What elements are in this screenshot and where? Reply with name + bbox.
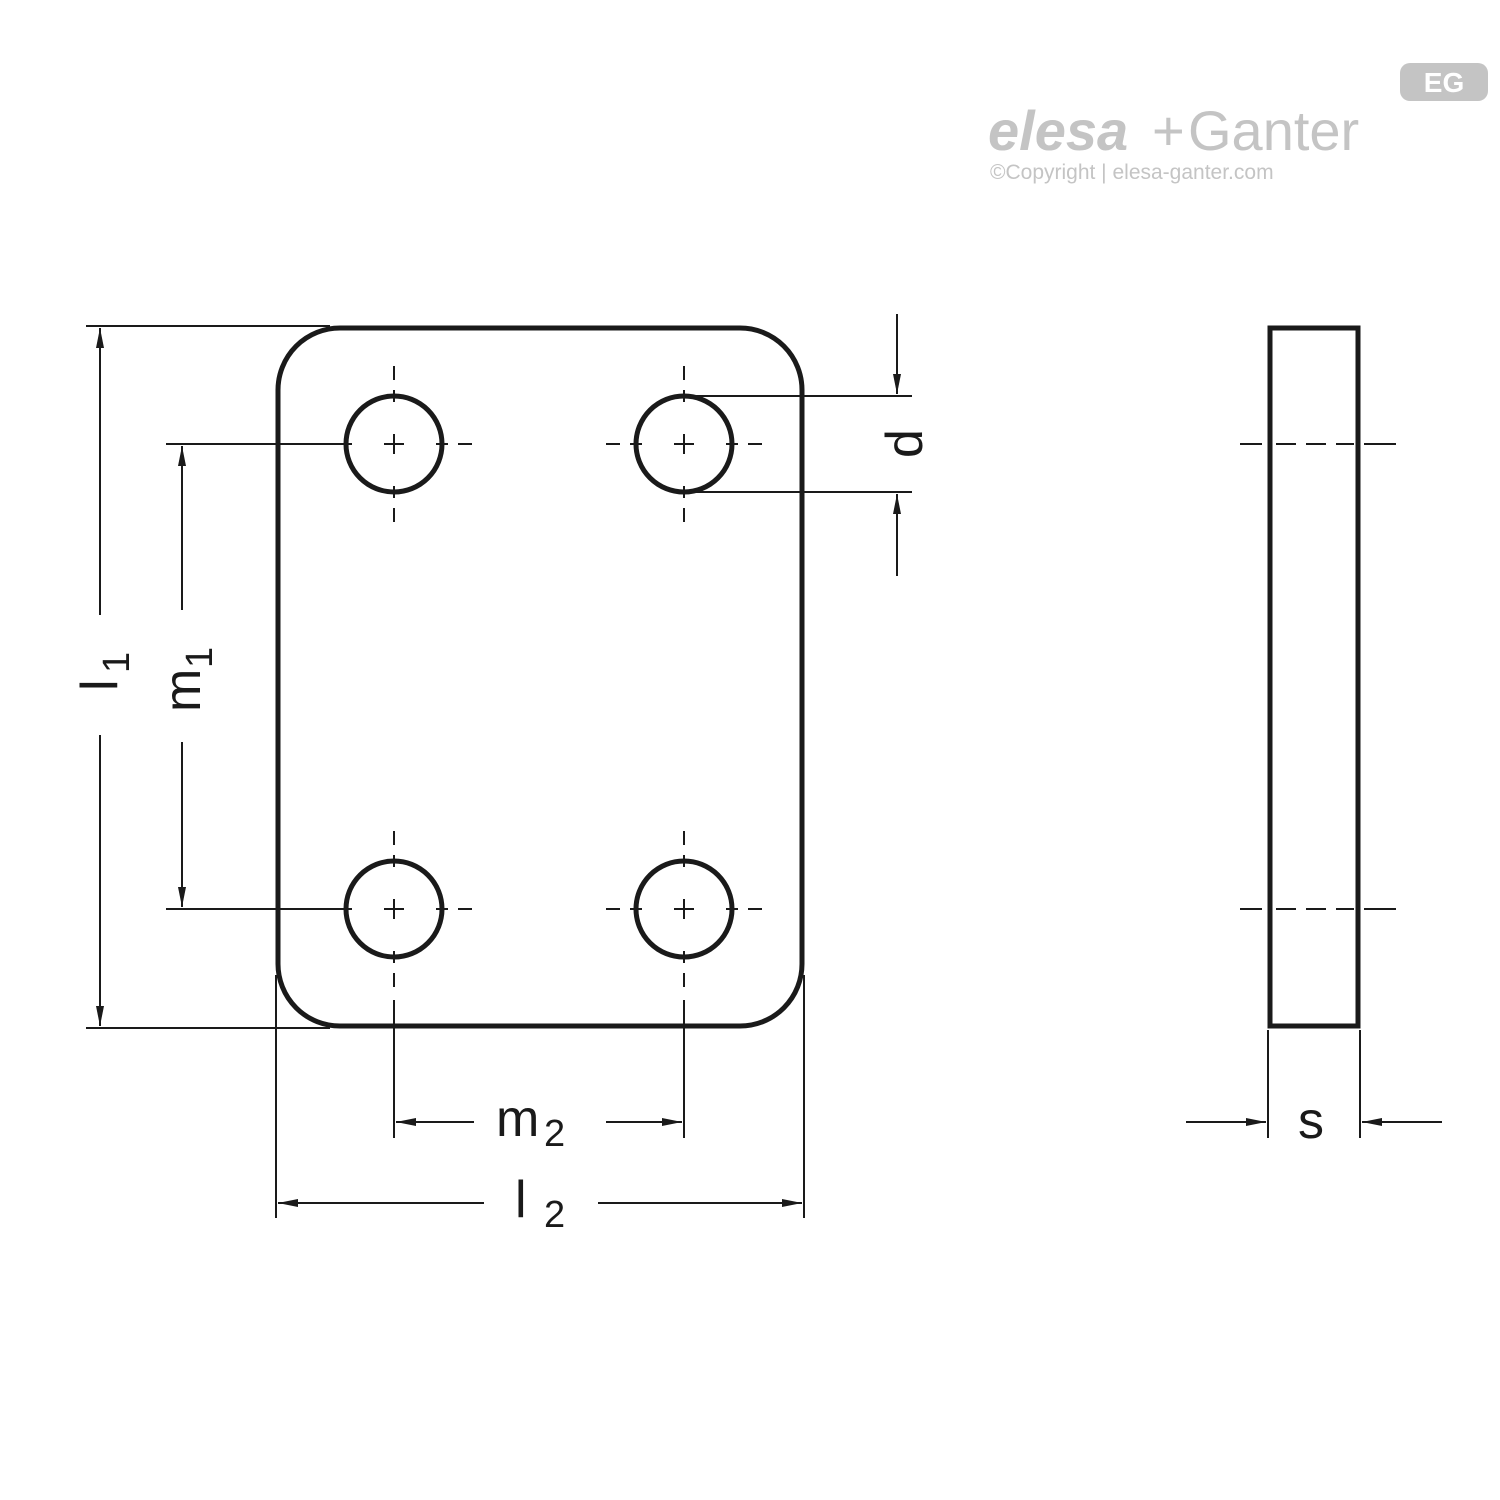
dimension-m1: m 1	[154, 443, 340, 910]
logo-plus: +	[1152, 99, 1185, 162]
logo-brand-elesa: elesa	[988, 99, 1128, 162]
label-l2: l	[515, 1171, 527, 1229]
elesa-ganter-logo: EG elesa + Ganter ©Copyright | elesa-gan…	[988, 63, 1488, 184]
logo-badge	[1400, 63, 1488, 101]
dimension-m2: m 2	[393, 1000, 685, 1155]
dimension-d: d	[690, 314, 934, 576]
label-l1-subscript: 1	[96, 652, 138, 673]
centerlines	[316, 366, 762, 987]
label-m2-subscript: 2	[544, 1113, 565, 1155]
plate-outline	[275, 325, 805, 1029]
dimension-l1: l 1	[71, 325, 330, 1029]
label-s: s	[1298, 1092, 1324, 1150]
dimension-l2: l 2	[275, 975, 805, 1236]
side-view-hidden-lines	[1240, 443, 1396, 910]
label-m1: m	[154, 669, 212, 712]
logo-brand-ganter: Ganter	[1188, 99, 1359, 162]
logo-badge-text: EG	[1424, 67, 1464, 98]
dimension-s: s	[1186, 1030, 1442, 1150]
label-d: d	[876, 429, 934, 458]
label-m2: m	[496, 1090, 539, 1148]
logo-copyright: ©Copyright | elesa-ganter.com	[990, 161, 1274, 184]
label-l1: l	[71, 679, 129, 691]
side-view-outline	[1267, 325, 1361, 1029]
label-m1-subscript: 1	[179, 647, 221, 668]
label-l2-subscript: 2	[544, 1194, 565, 1236]
